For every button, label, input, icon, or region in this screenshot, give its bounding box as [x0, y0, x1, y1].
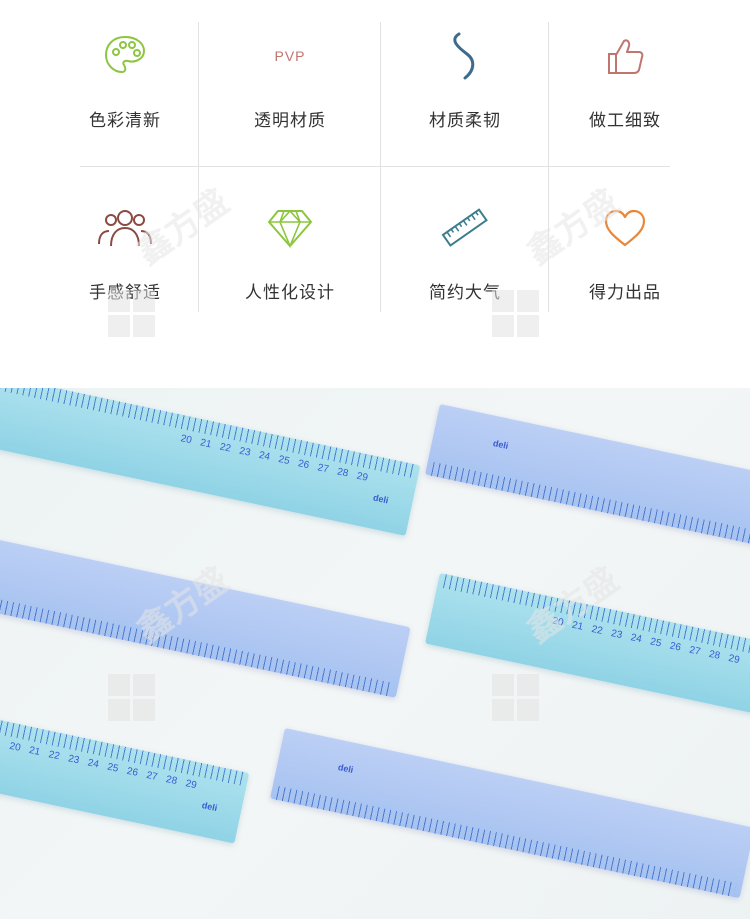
ruler-number: 29: [727, 652, 741, 667]
watermark-logo: [492, 290, 539, 337]
feature-brand: 得力出品: [540, 200, 710, 303]
ruler-brand: deli: [200, 800, 219, 814]
ruler: deli 20 21 22 23 24 25 26 27 28 29: [0, 718, 250, 844]
ruler-brand: deli: [337, 761, 355, 776]
palette-icon: [40, 28, 210, 84]
ruler: deli: [425, 404, 750, 550]
users-icon: [40, 200, 210, 256]
ruler-number: 23: [67, 753, 81, 767]
ruler-number: 28: [336, 466, 350, 480]
watermark: 鑫方盛: [130, 182, 236, 273]
feature-label: 简约大气: [429, 283, 501, 303]
feature-pvp: PVP 透明材质: [205, 28, 375, 131]
ruler-number: 29: [184, 778, 198, 792]
ruler-number: 24: [629, 632, 643, 646]
ruler-number: 26: [296, 458, 311, 472]
watermark-logo: [108, 674, 155, 721]
ruler-brand: deli: [492, 437, 510, 452]
product-photo: deli 20 21 22 23 24 25 26 27 28 29 deli 20 21 22 23 2…: [0, 388, 750, 919]
feature-label: 人性化设计: [245, 283, 335, 303]
ruler-number: 25: [106, 761, 120, 775]
ruler-ticks: [0, 388, 415, 478]
feature-craft: 做工细致: [540, 28, 710, 131]
feature-grid: 色彩清新 PVP 透明材质 材质柔韧 做工细致 手感舒适 人性化设计: [0, 0, 750, 388]
grid-divider-vertical: [380, 22, 381, 312]
pvp-text: PVP: [274, 48, 306, 64]
feature-design: 人性化设计: [205, 200, 375, 303]
ruler-ticks: [275, 785, 737, 897]
ruler-number: 20: [8, 740, 22, 754]
ruler-number: 21: [199, 437, 213, 451]
ruler-number: 23: [610, 628, 624, 642]
wave-line-icon: [380, 28, 550, 84]
ruler-number: 26: [668, 640, 682, 654]
ruler-ticks: [430, 461, 750, 549]
grid-divider-vertical: [548, 22, 549, 312]
ruler: deli 20 21 22 23 24 25 26 27 28 29: [0, 388, 421, 536]
heart-icon: [540, 200, 710, 256]
feature-label: 得力出品: [589, 283, 661, 303]
ruler-number: 24: [257, 449, 272, 463]
ruler-icon: [380, 200, 550, 256]
ruler-number: 21: [27, 744, 42, 759]
feature-label: 做工细致: [589, 111, 661, 131]
ruler-number: 22: [47, 749, 61, 763]
feature-label: 材质柔韧: [429, 111, 501, 131]
ruler-number: 27: [688, 644, 702, 658]
feature-color: 色彩清新: [40, 28, 210, 131]
watermark: 鑫方盛: [130, 560, 236, 651]
ruler-number: 29: [355, 470, 369, 484]
ruler-number: 20: [179, 433, 193, 447]
ruler-number: 27: [316, 462, 330, 476]
ruler-number: 28: [707, 648, 722, 662]
diamond-icon: [205, 200, 375, 256]
ruler: deli: [270, 728, 750, 899]
feature-simple: 简约大气: [380, 200, 550, 303]
watermark: 鑫方盛: [520, 560, 626, 651]
ruler-number: 24: [86, 757, 100, 771]
grid-divider-horizontal: [80, 166, 670, 167]
feature-flexible: 材质柔韧: [380, 28, 550, 131]
ruler-number: 26: [125, 765, 139, 779]
ruler-number: 23: [238, 445, 252, 459]
ruler-brand: deli: [372, 492, 390, 506]
grid-divider-vertical: [198, 22, 199, 312]
ruler-number: 27: [145, 769, 159, 783]
watermark-logo: [492, 674, 539, 721]
thumbs-up-icon: [540, 28, 710, 84]
watermark: 鑫方盛: [520, 182, 626, 273]
ruler-number: 28: [164, 774, 179, 788]
ruler-number: 25: [649, 636, 663, 650]
ruler-number: 25: [277, 453, 291, 468]
feature-label: 色彩清新: [89, 111, 161, 131]
ruler-number: 22: [218, 441, 232, 455]
watermark-logo: [108, 290, 155, 337]
feature-label: 透明材质: [254, 111, 326, 131]
pvp-text-icon: PVP: [205, 28, 375, 84]
